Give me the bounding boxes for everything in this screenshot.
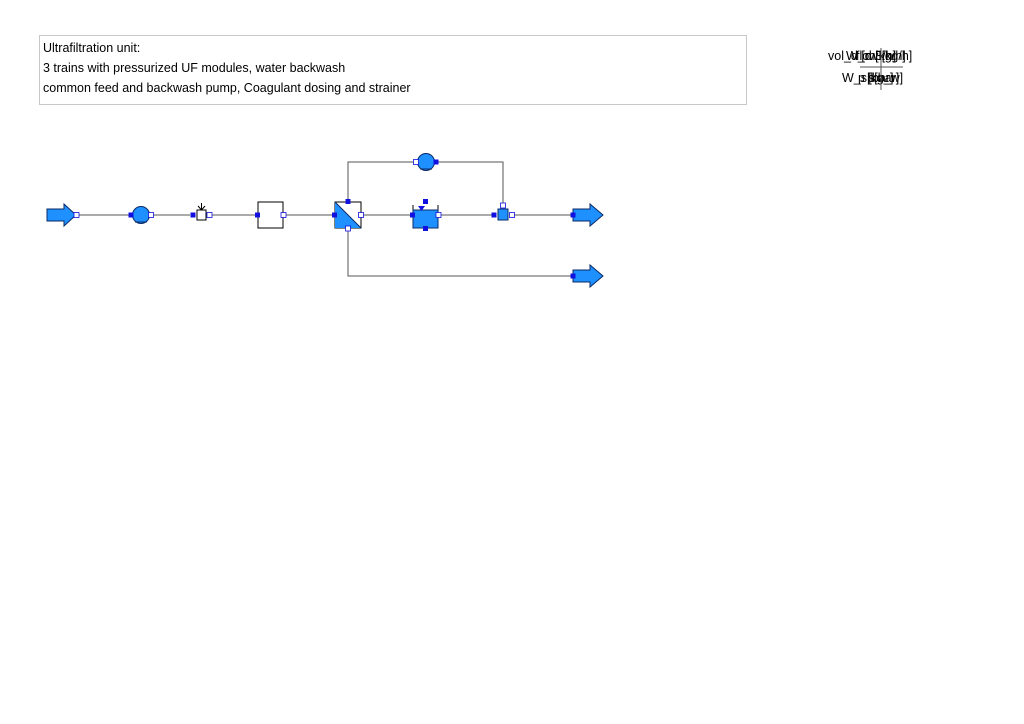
- coagulant-dosing-icon[interactable]: [190, 203, 213, 221]
- note-line-3: common feed and backwash pump, Coagulant…: [43, 81, 411, 95]
- pipes: [78, 161, 572, 277]
- uf-membrane-module-icon[interactable]: [332, 199, 364, 232]
- pipe-uf-to-backwash-pump: [347, 161, 415, 201]
- feed-pump-icon[interactable]: [128, 206, 154, 224]
- note-line-1: Ultrafiltration unit:: [43, 41, 141, 55]
- backwash-pump-icon[interactable]: [413, 153, 439, 171]
- legend-label-flow: flow [kg/h]: [856, 49, 913, 63]
- legend-label-ws: W_s[kg_w]: [842, 71, 904, 85]
- legend-label-s: s[bar]: [868, 71, 900, 85]
- note-line-2: 3 trains with pressurized UF modules, wa…: [43, 61, 346, 75]
- legend-label-vol: vol_d [m3/h]: [828, 49, 897, 63]
- backwash-tank-icon[interactable]: [410, 199, 442, 231]
- legend-label-p: p [bar]: [858, 71, 894, 85]
- pipe-uf-to-concentrate: [347, 229, 572, 277]
- mixer-valve-icon[interactable]: [491, 202, 515, 221]
- permeate-outlet-arrow-icon[interactable]: [570, 202, 604, 228]
- legend-grid: [860, 48, 903, 90]
- concentrate-outlet-arrow-icon[interactable]: [570, 263, 604, 289]
- legend-label-w: W_d [kg/h]: [846, 49, 906, 63]
- feed-source-arrow-icon[interactable]: [46, 202, 80, 228]
- strainer-icon[interactable]: [255, 201, 287, 229]
- description-note: Ultrafiltration unit: 3 trains with pres…: [39, 35, 747, 105]
- pipe-backwash-pump-to-mixer: [437, 161, 504, 206]
